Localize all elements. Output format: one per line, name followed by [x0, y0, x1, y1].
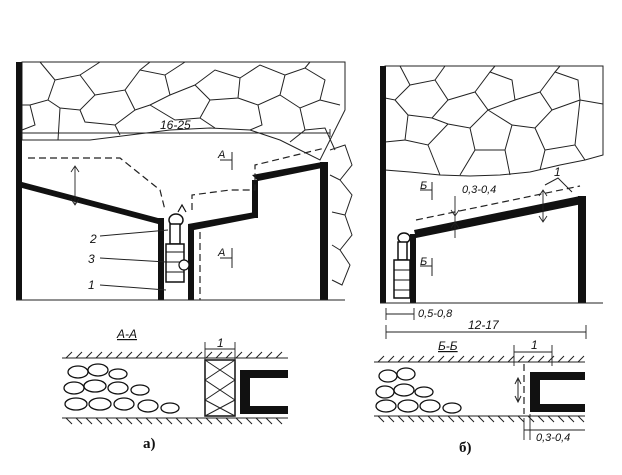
callout-2-a: 2 [89, 232, 97, 246]
callout-leader-2-a [99, 229, 169, 237]
figure-b-plan: Б Б 0,3-0,4 1 0,5-0,8 12-17 [380, 65, 604, 339]
bottom-dim-line-b [523, 414, 585, 440]
cutting-machine-icon-b [393, 232, 411, 299]
center-pillar-right-a [188, 230, 194, 300]
right-roof-lower-a [188, 212, 255, 230]
thickness-arrow-b [450, 196, 460, 238]
section-b-bottom-hatch [377, 415, 585, 423]
callout-leader-3-a [99, 257, 167, 263]
plug-a [204, 359, 236, 417]
section-mark-line-bottom-a [220, 248, 233, 268]
rock-mass-b [384, 65, 604, 177]
gap-dim-label-b: 0,5-0,8 [418, 308, 453, 320]
section-b-dim-line [513, 345, 553, 366]
thickness-label-b: 0,3-0,4 [462, 184, 496, 196]
rubble-pile-b [375, 367, 462, 414]
caption-b: б) [459, 440, 472, 456]
section-b-dim-label: 1 [531, 338, 538, 352]
left-wall-b [380, 66, 386, 303]
roof-b [414, 196, 582, 238]
figure-a-section: А-А 1 а) [62, 327, 288, 452]
right-wall-a [320, 162, 328, 300]
section-mark-line-top-a [220, 152, 233, 170]
width-dim-label-a: 16-25 [160, 118, 191, 132]
figure-b-section: Б-Б 1 0,3-0,4 б) [374, 338, 585, 456]
callout-arrow-1-b [538, 189, 548, 223]
right-step-a [252, 180, 258, 218]
gap-arrows-b [514, 376, 522, 404]
figure-a-plan: 16-25 А А 2 3 1 [16, 61, 353, 301]
callout-3-a: 3 [88, 252, 95, 266]
rock-mass-a [21, 61, 353, 286]
right-wall-b [578, 196, 586, 303]
left-roof-a [22, 182, 158, 224]
section-title-b: Б-Б [438, 339, 458, 353]
right-roof-upper-a [252, 162, 322, 181]
width-dim-label-b: 12-17 [468, 318, 500, 332]
width-dim-line-a [21, 129, 331, 137]
center-pillar-left-a [158, 218, 164, 300]
section-a-top-hatch [65, 351, 283, 359]
section-mark-bottom-a: А [217, 247, 225, 259]
caption-a: а) [143, 436, 156, 452]
section-mark-top-a: А [217, 149, 225, 161]
width-dim-line-b [385, 325, 587, 339]
wall-block-a [240, 370, 288, 414]
section-a-dim-line [204, 342, 236, 362]
bottom-dim-label-b: 0,3-0,4 [536, 432, 570, 444]
section-b-top-hatch [377, 355, 585, 363]
left-inner-wall-b [410, 234, 416, 303]
left-wall-a [16, 62, 22, 300]
section-mark-bottom-b: Б [420, 256, 427, 268]
callout-leader-1-a [99, 284, 167, 291]
section-mark-top-b: Б [420, 180, 427, 192]
thickness-arrow-a [70, 165, 80, 206]
dashed-roof-b [415, 185, 581, 221]
section-title-a: А-А [116, 327, 137, 341]
plug-a-hatch [204, 359, 236, 417]
callout-1-b: 1 [554, 165, 561, 179]
gap-dim-line-b [385, 308, 415, 320]
callout-leader-1-b [544, 177, 573, 193]
callout-1-a: 1 [88, 278, 95, 292]
section-mark-line-top-b [420, 182, 433, 200]
wall-block-b [530, 372, 585, 412]
dashed-roof-right-a [191, 147, 326, 210]
section-a-dim-label: 1 [217, 336, 224, 350]
dashed-roof-left-a [28, 157, 166, 211]
section-mark-line-bottom-b [420, 258, 433, 276]
rubble-pile-a [63, 363, 180, 414]
section-a-bottom-hatch [65, 417, 283, 425]
cutting-machine-icon [165, 203, 190, 283]
